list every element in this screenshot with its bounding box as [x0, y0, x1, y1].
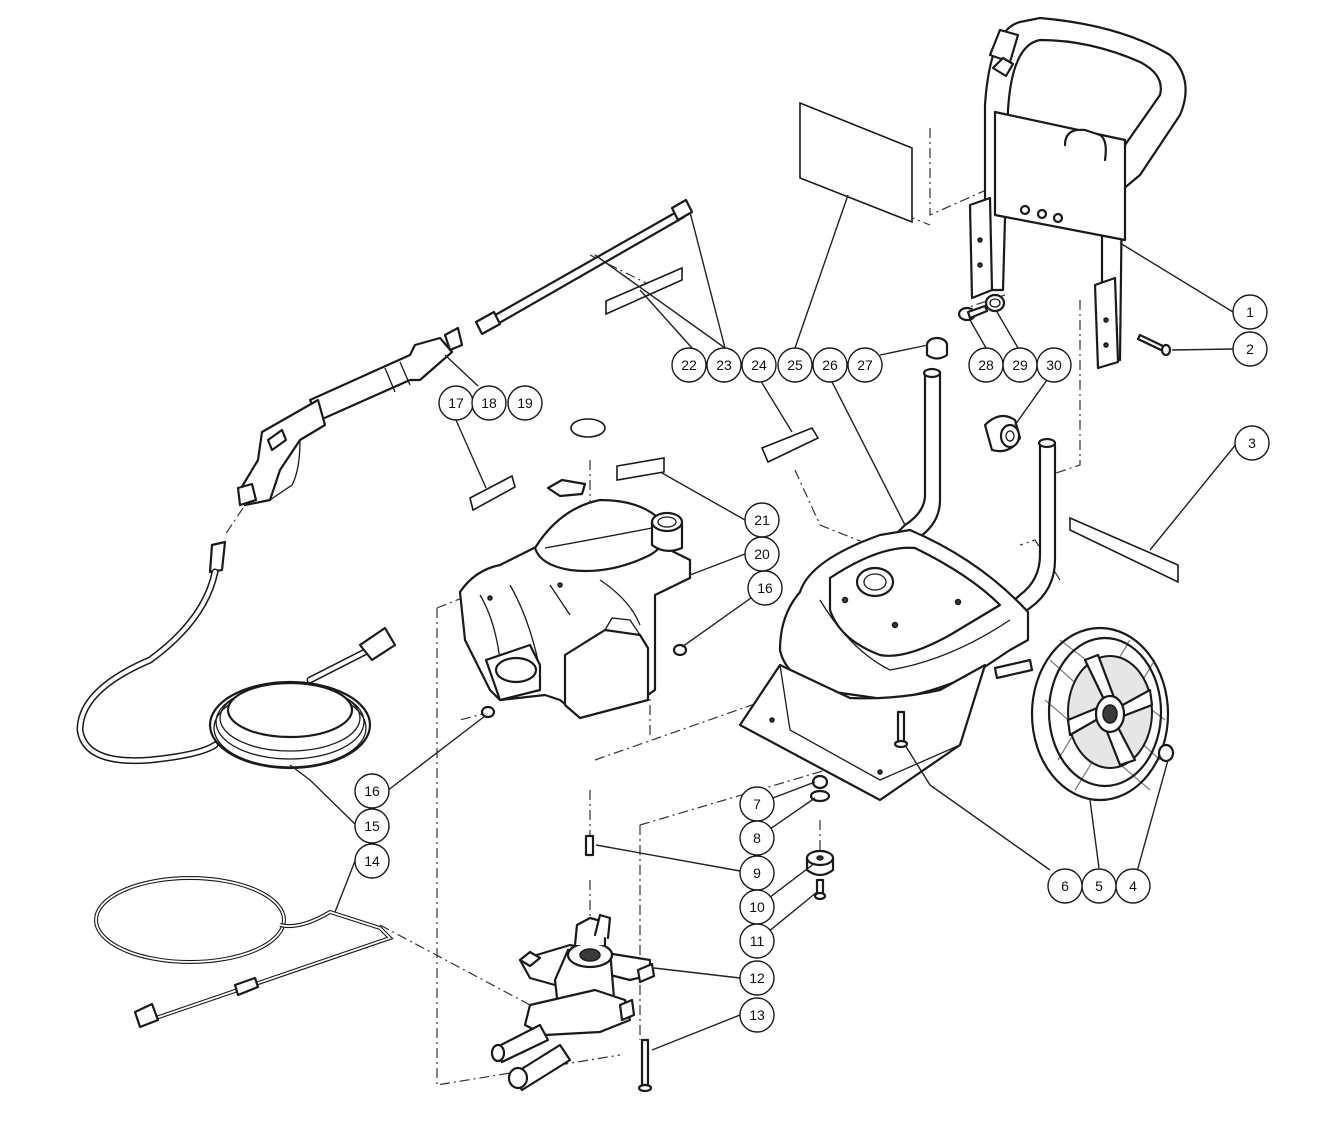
callout-30: 30 [1036, 347, 1072, 383]
callout-27: 27 [847, 347, 883, 383]
callout-22: 22 [671, 347, 707, 383]
wheel [1030, 626, 1170, 802]
callout-29: 29 [1002, 347, 1038, 383]
handle-knob [984, 293, 1006, 313]
svg-text:19: 19 [517, 395, 533, 411]
callout-6: 6 [1047, 868, 1083, 904]
svg-text:14: 14 [364, 853, 380, 869]
callout-5: 5 [1081, 868, 1117, 904]
svg-text:13: 13 [749, 1007, 765, 1023]
svg-text:16: 16 [364, 783, 380, 799]
svg-text:15: 15 [364, 818, 380, 834]
svg-text:25: 25 [787, 357, 803, 373]
svg-text:1: 1 [1246, 304, 1254, 320]
svg-text:30: 30 [1046, 357, 1062, 373]
decal-part-24 [760, 427, 820, 464]
svg-text:18: 18 [481, 395, 497, 411]
svg-text:9: 9 [753, 865, 761, 881]
frame-base [738, 367, 1057, 802]
nut-part-16a [672, 643, 688, 657]
callout-11: 11 [739, 923, 775, 959]
rubber-foot [805, 849, 835, 877]
engine [458, 478, 692, 720]
svg-text:20: 20 [754, 546, 770, 562]
washer-part-8 [809, 789, 831, 803]
svg-text:6: 6 [1061, 878, 1069, 894]
svg-text:7: 7 [753, 796, 761, 812]
callout-14: 14 [354, 843, 390, 879]
callout-8: 8 [739, 820, 775, 856]
svg-text:10: 10 [749, 899, 765, 915]
callout-24: 24 [741, 347, 777, 383]
handle-knob-bolt [957, 304, 989, 322]
foot-screw [813, 878, 827, 901]
tube-cap [925, 336, 949, 360]
callout-4: 4 [1115, 868, 1151, 904]
callout-23: 23 [706, 347, 742, 383]
callout-16-lower: 16 [354, 773, 390, 809]
callout-7: 7 [739, 786, 775, 822]
decal-part-25 [799, 101, 913, 224]
callout-12: 12 [739, 960, 775, 996]
svg-text:16: 16 [757, 580, 773, 596]
svg-text:23: 23 [716, 357, 732, 373]
decal-part-21 [616, 457, 665, 481]
svg-text:22: 22 [681, 357, 697, 373]
oval-decal [570, 418, 606, 438]
callout-13: 13 [739, 997, 775, 1033]
svg-text:4: 4 [1129, 878, 1137, 894]
svg-text:8: 8 [753, 830, 761, 846]
nut-part-16b [480, 705, 496, 719]
detergent-hose [94, 876, 394, 1029]
callout-21: 21 [744, 502, 780, 538]
svg-text:27: 27 [857, 357, 873, 373]
svg-text:24: 24 [751, 357, 767, 373]
high-pressure-hose [76, 540, 397, 770]
svg-text:26: 26 [822, 357, 838, 373]
shaft-key [584, 834, 595, 857]
knob-part-30 [983, 414, 1022, 453]
pump-bolt [637, 1038, 653, 1093]
bolt-part-2 [1136, 333, 1172, 357]
callout-1: 1 [1232, 294, 1268, 330]
callout-2: 2 [1232, 331, 1268, 367]
callout-20: 20 [744, 536, 780, 572]
decal-part-17 [469, 474, 516, 512]
wheel-nut [1157, 743, 1175, 763]
callout-3: 3 [1234, 425, 1270, 461]
callout-26: 26 [812, 347, 848, 383]
spray-wand [474, 198, 694, 336]
callout-18: 18 [471, 385, 507, 421]
svg-text:28: 28 [978, 357, 994, 373]
svg-text:5: 5 [1095, 878, 1103, 894]
pump [490, 913, 656, 1092]
svg-text:3: 3 [1248, 435, 1256, 451]
svg-text:12: 12 [749, 970, 765, 986]
svg-text:17: 17 [448, 395, 464, 411]
spray-gun [236, 326, 464, 507]
callout-16-upper: 16 [747, 570, 783, 606]
callout-10: 10 [739, 889, 775, 925]
callout-28: 28 [968, 347, 1004, 383]
svg-text:29: 29 [1012, 357, 1028, 373]
svg-text:2: 2 [1246, 341, 1254, 357]
svg-text:21: 21 [754, 512, 770, 528]
callout-19: 19 [507, 385, 543, 421]
callout-15: 15 [354, 808, 390, 844]
decal-part-3 [1069, 516, 1179, 584]
callout-17: 17 [438, 385, 474, 421]
callout-9: 9 [739, 855, 775, 891]
nut-part-7 [811, 774, 829, 790]
handle-frame [968, 16, 1187, 370]
decal-part-22 [605, 266, 683, 316]
leader-lines [289, 194, 1238, 1051]
callout-25: 25 [777, 347, 813, 383]
svg-text:11: 11 [750, 933, 765, 949]
